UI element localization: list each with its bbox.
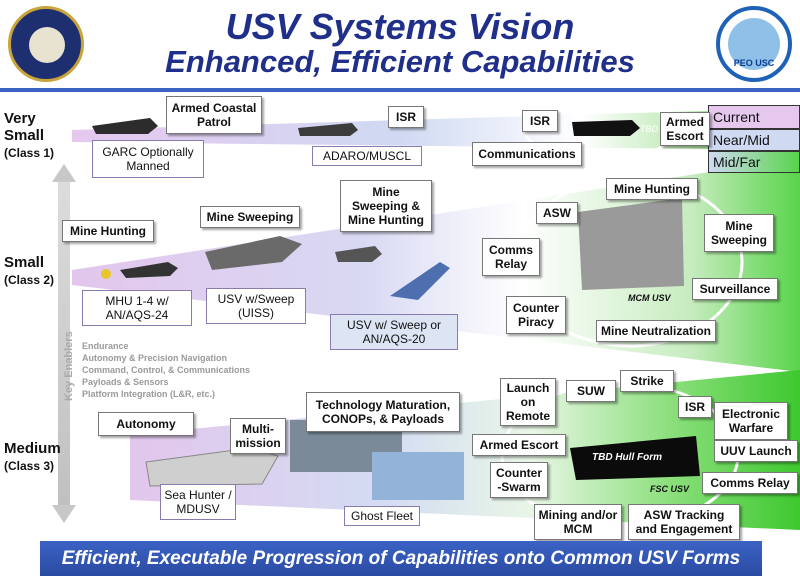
class1-line3: (Class 1) (4, 146, 55, 160)
box-counter-piracy: Counter Piracy (506, 296, 566, 334)
box-communications: Communications (472, 142, 582, 166)
uiss-boat-icon (205, 236, 302, 270)
class3-label: Medium (Class 3) (4, 440, 61, 475)
mcm-usv-icon (578, 198, 684, 290)
box-mining-mcm: Mining and/or MCM (534, 504, 622, 540)
enabler-payloads: Payloads & Sensors (82, 377, 169, 387)
label-sea-hunter: Sea Hunter / MDUSV (160, 484, 236, 520)
label-ghost-fleet: Ghost Fleet (344, 506, 420, 526)
tbd-class1-label: TBD (640, 124, 658, 134)
legend-mid-far-label: Mid/Far (713, 154, 761, 170)
box-armed-escort-class1: Armed Escort (660, 112, 710, 146)
class3-line1: Medium (4, 440, 61, 457)
legend-current-label: Current (713, 109, 760, 125)
enabler-autonomy: Autonomy & Precision Navigation (82, 353, 228, 363)
box-strike: Strike (620, 370, 674, 392)
label-garc: GARC Optionally Manned (92, 140, 204, 178)
fsc-usv-label: FSC USV (650, 484, 690, 494)
class3-line2: (Class 3) (4, 459, 55, 473)
box-armed-escort-class3: Armed Escort (472, 434, 566, 456)
sonar-icon (101, 269, 111, 279)
page-title: USV Systems Vision (225, 6, 575, 47)
key-enablers-list: Endurance Autonomy & Precision Navigatio… (82, 340, 250, 400)
box-multi-mission: Multi-mission (230, 418, 286, 454)
box-comms-relay-class3: Comms Relay (702, 472, 798, 494)
label-mhu: MHU 1-4 w/ AN/AQS-24 (82, 290, 192, 326)
box-launch-on-remote: Launch on Remote (500, 378, 556, 426)
box-tech-maturation: Technology Maturation, CONOPs, & Payload… (306, 392, 460, 432)
aqs20-boat-icon (390, 262, 450, 300)
class1-band (72, 108, 800, 150)
box-mine-hunting: Mine Hunting (62, 220, 154, 242)
legend-near-mid-label: Near/Mid (713, 132, 770, 148)
class2-line1: Small (4, 254, 45, 271)
label-adaro: ADARO/MUSCL (312, 146, 422, 166)
class1-label: Very Small (Class 1) (4, 110, 54, 162)
box-mine-neutralization: Mine Neutralization (596, 320, 716, 342)
page-subtitle: Enhanced, Efficient Capabilities (165, 44, 635, 79)
class1-line1: Very (4, 110, 36, 127)
footer-banner: Efficient, Executable Progression of Cap… (40, 541, 762, 576)
box-isr-class1-b: ISR (522, 110, 558, 132)
box-armed-coastal-patrol: Armed Coastal Patrol (166, 96, 262, 134)
header-rule (0, 88, 800, 92)
box-electronic-warfare: Electronic Warfare (714, 402, 788, 440)
class3-band (130, 370, 800, 530)
enabler-c3: Command, Control, & Communications (82, 365, 251, 375)
box-isr-class3: ISR (678, 396, 712, 418)
fsc-usv-icon (570, 436, 700, 480)
class1-line2: Small (4, 127, 45, 144)
peo-usc-logo: PEO USC (716, 6, 792, 82)
legend-near-mid: Near/Mid (708, 129, 800, 151)
box-mine-hunting-b: Mine Hunting (606, 178, 698, 200)
label-usv-sweep-or: USV w/ Sweep or AN/AQS-20 (330, 314, 458, 350)
key-enablers-bar (58, 180, 70, 510)
sweep-boat-icon (335, 246, 382, 262)
tbd-class1-boat-icon (572, 120, 640, 136)
box-counter-swarm: Counter -Swarm (490, 462, 548, 498)
key-enablers-label: Key Enablers (63, 331, 75, 401)
label-usv-sweep: USV w/Sweep (UISS) (206, 288, 306, 324)
box-suw: SUW (566, 380, 616, 402)
ghost-fleet-photo-b (372, 452, 464, 500)
box-asw-tracking: ASW Tracking and Engagement (628, 504, 740, 540)
box-comms-relay-class2: Comms Relay (482, 238, 540, 276)
adaro-boat-icon (298, 123, 358, 136)
garc-boat-icon (92, 118, 158, 134)
peo-usc-logo-text: PEO USC (733, 58, 775, 68)
class2-line2: (Class 2) (4, 273, 55, 287)
mcm-usv-label: MCM USV (628, 293, 671, 303)
mhu-boat-icon (120, 262, 178, 278)
box-asw-class2: ASW (536, 202, 578, 224)
box-mine-sweeping-hunting: Mine Sweeping & Mine Hunting (340, 180, 432, 232)
enabler-platform: Platform Integration (L&R, etc.) (82, 389, 216, 399)
box-isr-class1-a: ISR (388, 106, 424, 128)
box-mine-sweeping-b: Mine Sweeping (704, 214, 774, 252)
box-surveillance: Surveillance (692, 278, 778, 300)
box-uuv-launch: UUV Launch (714, 440, 798, 462)
legend-mid-far: Mid/Far (708, 151, 800, 173)
class2-label: Small (Class 2) (4, 254, 54, 289)
navy-seal-logo (8, 6, 84, 82)
enabler-endurance: Endurance (82, 341, 129, 351)
legend-current: Current (708, 105, 800, 129)
box-mine-sweeping: Mine Sweeping (200, 206, 300, 228)
box-autonomy: Autonomy (98, 412, 194, 436)
tbd-hull-label: TBD Hull Form (592, 452, 662, 463)
